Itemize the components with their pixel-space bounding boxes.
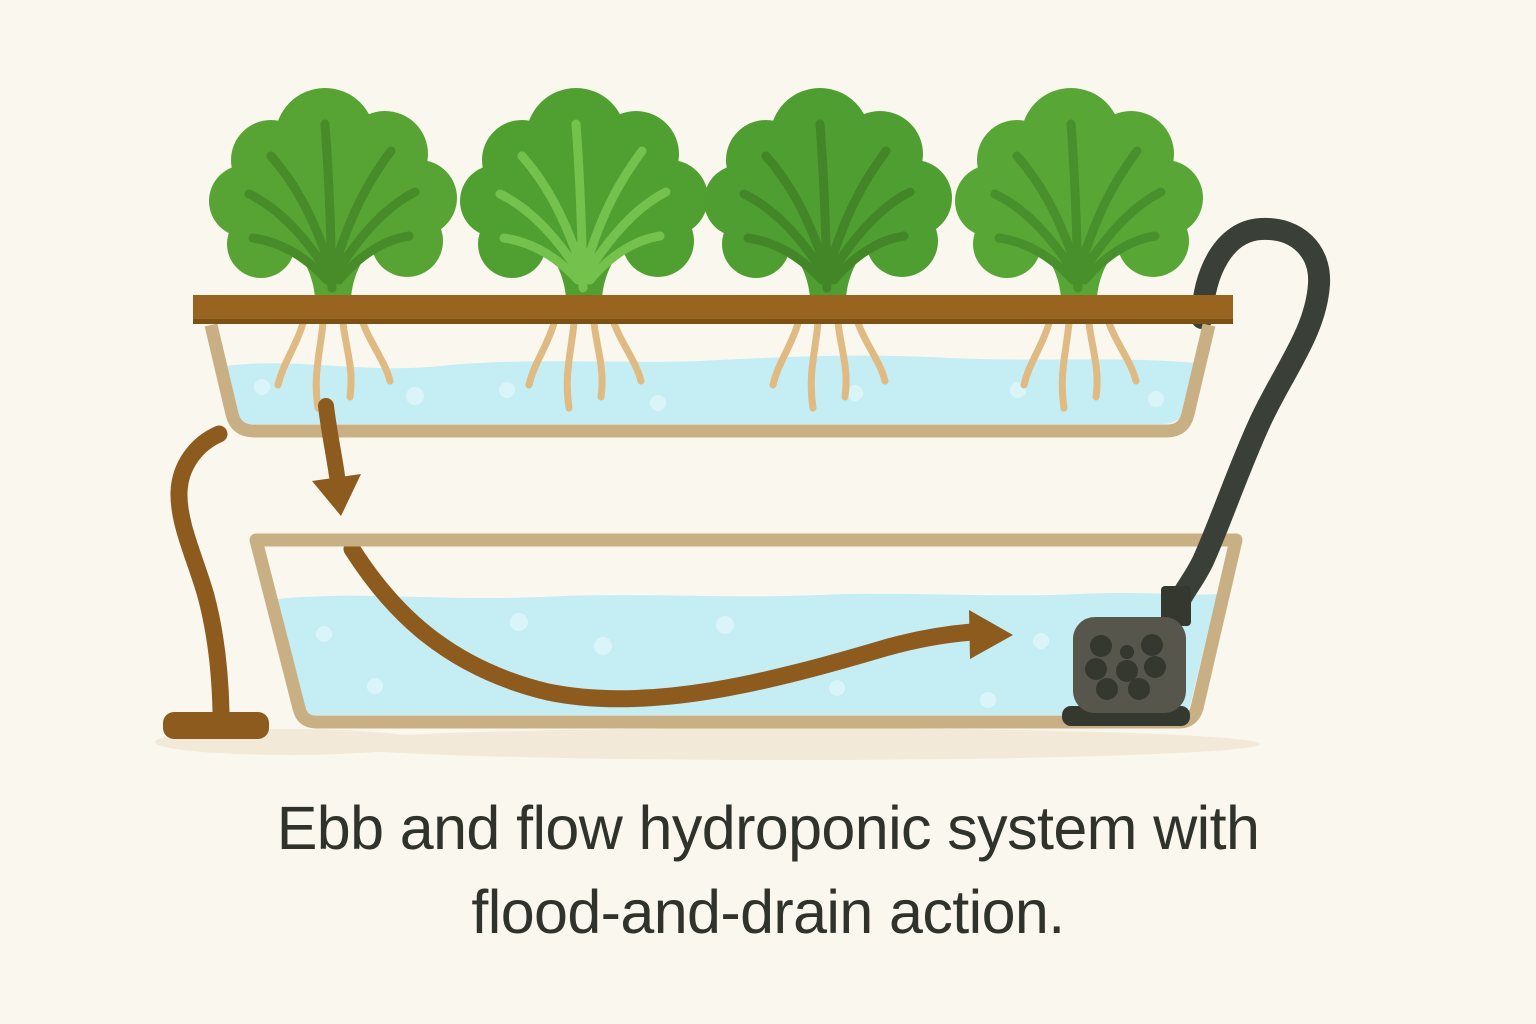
lettuce-plant-2 xyxy=(460,88,708,298)
grow-tray-water xyxy=(225,355,1196,424)
reservoir-bubbles xyxy=(316,613,1049,708)
caption: Ebb and flow hydroponic system with floo… xyxy=(0,786,1536,954)
drain-pipe xyxy=(163,425,269,739)
grow-tray-wall xyxy=(204,323,1216,438)
grow-bed-board xyxy=(193,295,1233,324)
caption-line-2: flood-and-drain action. xyxy=(471,878,1065,946)
flow-arrow xyxy=(343,540,1013,708)
drain-arrow xyxy=(312,398,361,516)
lettuce-plant-3 xyxy=(704,88,952,298)
caption-line-1: Ebb and flow hydroponic system with xyxy=(276,794,1260,862)
lettuce-plant-1 xyxy=(209,88,457,298)
pump-outlet xyxy=(1161,586,1191,626)
grow-tray-bubbles xyxy=(254,379,1164,411)
water-pump xyxy=(1062,586,1191,726)
pump-intake-holes xyxy=(1085,634,1166,700)
ground-shadows xyxy=(155,728,1260,760)
lettuce-plant-4 xyxy=(955,88,1203,298)
grow-tray xyxy=(204,323,1216,438)
pump-tube xyxy=(1165,217,1331,623)
drain-pipe-foot xyxy=(163,712,269,739)
